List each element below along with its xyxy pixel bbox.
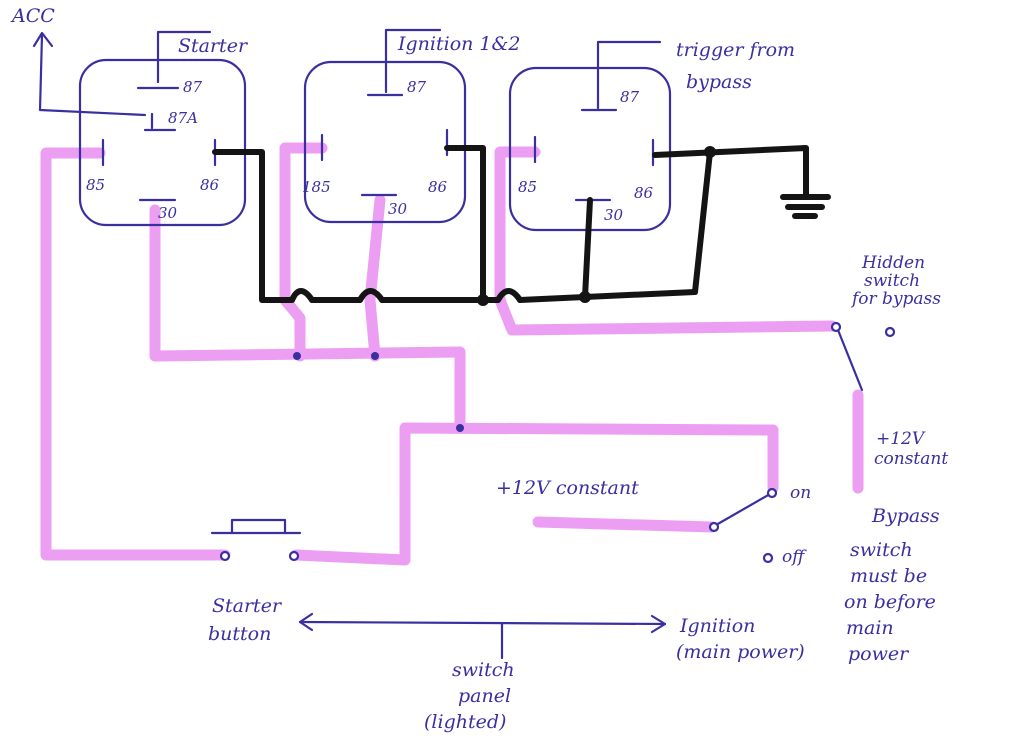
label-starter-button-2: button bbox=[208, 623, 271, 645]
pin-starter-30: 30 bbox=[158, 204, 178, 222]
label-relay-trigger-2: bypass bbox=[686, 71, 752, 93]
label-bypass-note-1: Bypass bbox=[871, 505, 940, 527]
starter-button-terminal-left bbox=[219, 550, 231, 562]
pin-trigger-30: 30 bbox=[604, 206, 624, 224]
pin-starter-87: 87 bbox=[183, 78, 203, 96]
highlight-30-bus bbox=[149, 204, 466, 434]
label-bypass-note-5: main bbox=[846, 617, 894, 639]
pin-trigger-87: 87 bbox=[620, 88, 640, 106]
highlight-trigger-85 bbox=[494, 146, 838, 336]
black-trigger-86 bbox=[652, 145, 809, 200]
label-12v-middle: +12V constant bbox=[496, 477, 639, 499]
pin-ignition-87: 87 bbox=[407, 78, 427, 96]
highlight-12v-middle bbox=[532, 516, 718, 533]
label-relay-trigger-1: trigger from bbox=[676, 39, 795, 61]
terminals bbox=[219, 321, 896, 564]
ignition-switch-off bbox=[762, 552, 774, 564]
acc-wire bbox=[38, 33, 147, 117]
switch-panel-arrow bbox=[298, 620, 667, 626]
bypass-switch-lever bbox=[836, 328, 864, 392]
label-relay-starter: Starter bbox=[178, 35, 249, 57]
highlight-ignition-30 bbox=[364, 194, 386, 362]
label-relay-ignition: Ignition 1&2 bbox=[397, 33, 521, 55]
ignition-switch-lever bbox=[714, 492, 772, 527]
label-starter-button-1: Starter bbox=[212, 595, 283, 617]
black-trigger-30 bbox=[582, 197, 593, 300]
black-wires bbox=[212, 145, 831, 303]
label-hidden-switch-1: Hidden bbox=[861, 253, 925, 273]
label-switch-panel-3: (lighted) bbox=[424, 711, 506, 733]
black-starter-86 bbox=[212, 149, 295, 303]
label-bypass-note-3: must be bbox=[850, 565, 927, 587]
label-switch-off: off bbox=[782, 547, 807, 567]
starter-87-lead bbox=[156, 30, 212, 84]
label-switch-panel-2: panel bbox=[458, 685, 511, 707]
junctions bbox=[477, 146, 716, 306]
black-ignition-86 bbox=[444, 145, 486, 303]
ignition-switch-common bbox=[708, 521, 720, 533]
thin-wires bbox=[32, 28, 864, 660]
pin-ignition-86: 86 bbox=[428, 178, 448, 196]
pin-ignition-85: 185 bbox=[302, 178, 331, 196]
label-ignition-1: Ignition bbox=[679, 615, 755, 637]
label-acc: ACC bbox=[10, 5, 55, 27]
highlight-starter-button-to-ignition bbox=[290, 422, 779, 566]
black-hop-3 bbox=[495, 288, 523, 303]
acc-arrow-head bbox=[32, 31, 54, 48]
pin-starter-85: 85 bbox=[86, 176, 105, 194]
pin-starter-87a: 87A bbox=[168, 109, 198, 127]
black-hop-1 bbox=[289, 288, 315, 303]
label-switch-on: on bbox=[790, 483, 811, 503]
ink-junctions bbox=[293, 352, 464, 432]
pin-trigger-85: 85 bbox=[518, 178, 537, 196]
label-hidden-switch-2: switch bbox=[864, 271, 920, 291]
starter-button-cap bbox=[230, 518, 287, 535]
black-hop-2 bbox=[357, 288, 385, 303]
label-bypass-note-6: power bbox=[848, 643, 910, 665]
starter-button-terminal-right bbox=[288, 550, 300, 562]
ignition-87-lead bbox=[384, 28, 442, 94]
relay-starter-box bbox=[78, 58, 247, 227]
pin-trigger-86: 86 bbox=[634, 184, 654, 202]
pin-starter-86: 86 bbox=[200, 176, 220, 194]
bypass-switch-open bbox=[884, 326, 896, 338]
label-hidden-switch-3: for bypass bbox=[850, 289, 941, 309]
label-ignition-2: (main power) bbox=[676, 641, 805, 663]
label-12v-right-2: constant bbox=[874, 449, 948, 469]
label-switch-panel-1: switch bbox=[452, 659, 515, 681]
ignition-switch-on bbox=[766, 487, 778, 499]
bypass-switch-common bbox=[830, 321, 842, 333]
highlight-starter-85-loop bbox=[40, 147, 231, 561]
pin-ignition-30: 30 bbox=[388, 200, 408, 218]
trigger-87-lead bbox=[596, 40, 662, 110]
label-12v-right-1: +12V bbox=[876, 429, 926, 449]
label-bypass-note-2: switch bbox=[850, 539, 913, 561]
label-bypass-note-4: on before bbox=[844, 591, 936, 613]
